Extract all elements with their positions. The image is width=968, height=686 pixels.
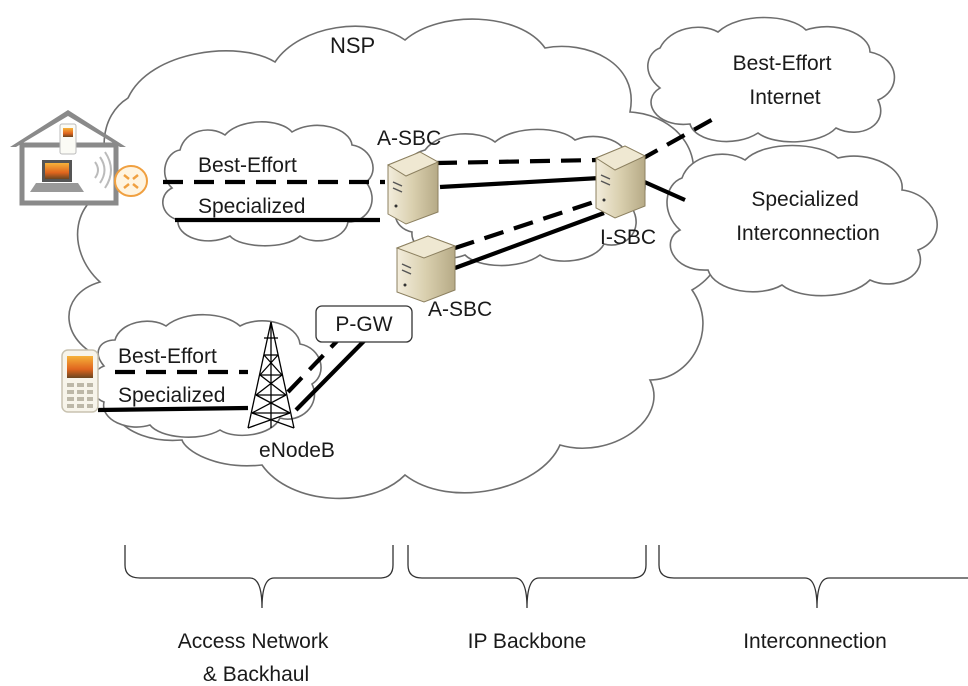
pgw-label: P-GW <box>335 313 392 336</box>
isbc-label: I-SBC <box>600 226 656 249</box>
access-segment-line1: Access Network <box>178 630 329 653</box>
asbc2-isbc-best-effort-line <box>454 198 601 250</box>
asbc1-isbc-specialized-line <box>439 175 601 190</box>
mobile-specialized-label: Specialized <box>118 384 225 407</box>
mobile-access-cloud <box>90 313 322 438</box>
laptop-icon <box>30 160 84 192</box>
isbc-internet-line <box>638 116 717 162</box>
phone-icon <box>61 349 99 413</box>
server-icon <box>395 235 457 303</box>
router-icon <box>114 165 148 197</box>
enodeb-pgw-specialized-line <box>294 338 367 412</box>
mobile-specialized-line <box>97 405 249 413</box>
isbc-interconnection-line <box>639 178 686 202</box>
mobile-best-effort-label: Best-Effort <box>118 345 217 368</box>
access-segment-line2: & Backhaul <box>203 663 309 686</box>
access-segment-label: Access Network & Backhaul <box>178 630 334 686</box>
backbone-segment-label: IP Backbone <box>468 630 587 653</box>
specialized-interconnection-label: Specialized Interconnection <box>736 188 880 245</box>
asbc2-isbc-specialized-line <box>454 211 605 270</box>
specialized-interconnection-line2: Interconnection <box>736 222 880 245</box>
pgw-box <box>315 305 413 343</box>
backbone-brace <box>407 545 647 609</box>
specialized-interconnection-line1: Specialized <box>751 188 858 211</box>
asbc-bottom-label: A-SBC <box>428 298 492 321</box>
house-icon <box>10 110 126 206</box>
best-effort-internet-label: Best-Effort Internet <box>733 52 838 109</box>
home-best-effort-label: Best-Effort <box>198 154 297 177</box>
asbc-top-label: A-SBC <box>377 127 441 150</box>
asbc1-isbc-best-effort-line <box>436 157 599 166</box>
specialized-interconnection-cloud <box>666 144 938 297</box>
best-effort-internet-cloud <box>647 16 896 143</box>
server-icon <box>594 145 647 219</box>
backbone-cloud <box>394 128 646 267</box>
enodeb-label: eNodeB <box>259 439 335 462</box>
server-icon <box>386 151 440 225</box>
best-effort-internet-line2: Internet <box>749 86 820 109</box>
interconnection-segment-label: Interconnection <box>743 630 887 653</box>
interconnection-brace <box>658 545 968 609</box>
best-effort-internet-line1: Best-Effort <box>733 52 832 75</box>
home-specialized-label: Specialized <box>198 195 305 218</box>
access-brace <box>124 545 394 609</box>
nsp-label: NSP <box>330 33 375 58</box>
cell-tower-icon <box>247 321 295 429</box>
enodeb-pgw-best-effort-line <box>286 338 340 394</box>
